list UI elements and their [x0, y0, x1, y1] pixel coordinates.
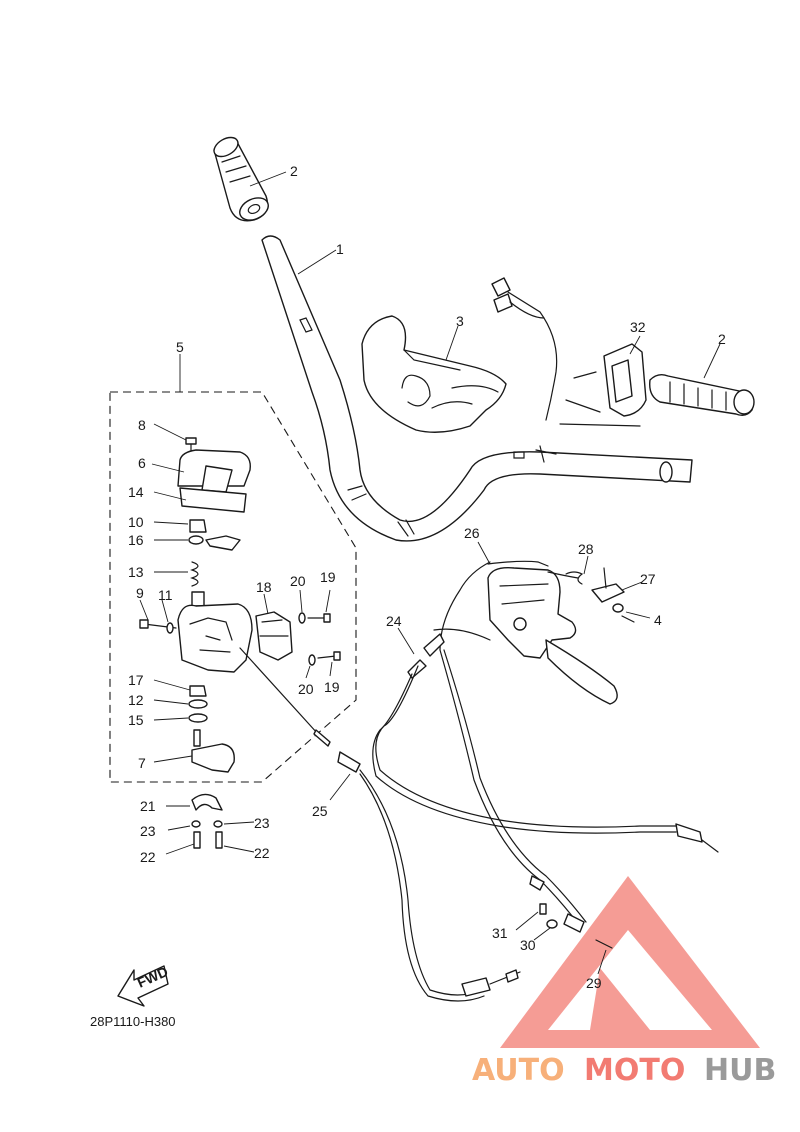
callout-18: 18: [256, 579, 272, 595]
callout-11: 11: [158, 587, 173, 603]
callout-21: 21: [140, 798, 156, 814]
callout-22-left: 22: [140, 849, 156, 865]
throttle-cable: [239, 647, 521, 1002]
callout-3: 3: [456, 313, 464, 329]
callout-2-right: 2: [718, 331, 726, 347]
left-switch-parts: [139, 437, 341, 773]
callout-27: 27: [640, 571, 656, 587]
callout-24: 24: [386, 613, 402, 629]
callout-12: 12: [128, 692, 144, 708]
callout-28: 28: [578, 541, 594, 557]
callout-26: 26: [464, 525, 480, 541]
callout-32: 32: [630, 319, 646, 335]
diagram-code: 28P1110-H380: [90, 1014, 176, 1029]
callout-31: 31: [492, 925, 508, 941]
callout-6: 6: [138, 455, 146, 471]
callout-2-left: 2: [290, 163, 298, 179]
fwd-arrow: [117, 965, 169, 1007]
watermark-logo: AUTO MOTO HUB: [472, 1053, 776, 1088]
callout-10: 10: [128, 514, 144, 530]
brake-master-cylinder: [487, 567, 635, 705]
handlebar-cover: [361, 315, 507, 433]
right-switch-assembly: [491, 277, 755, 427]
callout-20-bottom: 20: [298, 681, 314, 697]
watermark-triangle: [500, 876, 760, 1048]
brake-cable: [372, 560, 719, 949]
callout-8: 8: [138, 417, 146, 433]
callout-23-right: 23: [254, 815, 270, 831]
callout-4: 4: [654, 612, 662, 628]
bracket-parts: [191, 793, 223, 849]
callout-7: 7: [138, 755, 146, 771]
watermark-auto: AUTO: [472, 1053, 565, 1088]
callout-30: 30: [520, 937, 536, 953]
callout-17: 17: [128, 672, 144, 688]
callout-14: 14: [128, 484, 144, 500]
callout-19-bottom: 19: [324, 679, 340, 695]
callout-22-right: 22: [254, 845, 270, 861]
watermark-moto: MOTO: [584, 1053, 685, 1088]
left-grip: [213, 136, 269, 222]
callout-16: 16: [128, 532, 144, 548]
callout-1: 1: [336, 241, 344, 257]
leader-lines: [139, 171, 721, 975]
callout-13: 13: [128, 564, 144, 580]
callout-5: 5: [176, 339, 184, 355]
watermark-hub: HUB: [704, 1053, 776, 1088]
callout-20-top: 20: [290, 573, 306, 589]
callout-labels: 2 1 3 5 32 2 8 6 14 10 16 13 9 11 18 20 …: [128, 163, 726, 991]
callout-29: 29: [586, 975, 602, 991]
handlebar: [261, 235, 693, 542]
callout-9: 9: [136, 585, 144, 601]
callout-25: 25: [312, 803, 328, 819]
callout-15: 15: [128, 712, 144, 728]
callout-23-left: 23: [140, 823, 156, 839]
switch-group-outline: [109, 391, 357, 783]
callout-19-top: 19: [320, 569, 336, 585]
